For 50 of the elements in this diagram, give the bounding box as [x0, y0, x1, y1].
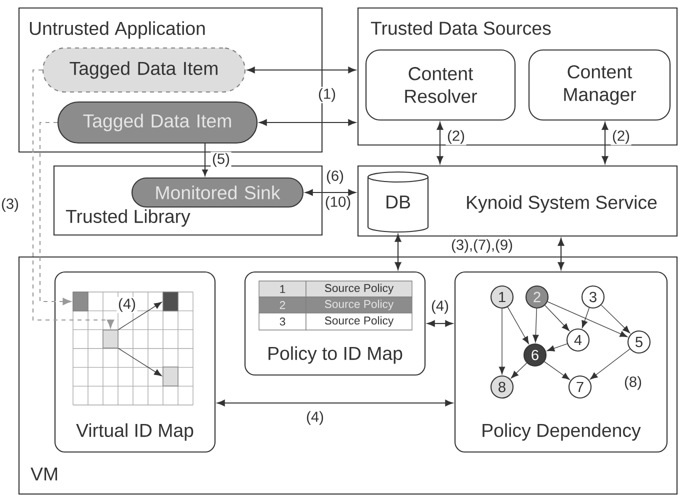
data-item-pill: Tagged Data Item — [57, 101, 258, 144]
table-cell: 1 — [258, 280, 306, 298]
sink-pill: Monitored Sink — [131, 177, 304, 208]
arrow — [532, 308, 539, 342]
arrow — [498, 308, 506, 374]
database-cylinder: DB — [367, 171, 429, 233]
arrow — [558, 238, 564, 270]
edge-label: (5) — [210, 152, 232, 168]
edge-label: (4) — [430, 298, 450, 316]
data-item-pill: Tagged Data Item — [42, 47, 246, 93]
edge-label: (3),(7),(9) — [450, 238, 514, 254]
arrow — [394, 234, 402, 270]
edge-label: (2) — [446, 128, 466, 146]
table-cell: 3 — [258, 312, 306, 330]
grid-cell — [162, 366, 178, 386]
arrow — [118, 302, 162, 330]
arrow — [247, 66, 356, 74]
arrow — [544, 305, 570, 332]
grid-cell — [102, 330, 118, 348]
edge-label: (2) — [610, 128, 632, 146]
edge-label: (3) — [0, 196, 20, 214]
arrow — [202, 144, 208, 176]
component-box: Content Resolver — [365, 49, 516, 121]
grid-cell — [162, 292, 178, 312]
component-box: Content Manager — [528, 49, 671, 121]
table-cell: 2 — [258, 296, 306, 314]
arrow — [32, 69, 114, 328]
step-number: (8) — [624, 376, 642, 390]
arrow — [582, 308, 590, 328]
arrow — [546, 343, 568, 352]
arrow — [590, 348, 630, 380]
arrow — [427, 320, 453, 327]
edge-label: (4) — [116, 296, 138, 314]
arrow — [217, 400, 453, 406]
arrow — [259, 119, 356, 126]
arrow — [436, 122, 444, 164]
grid-cell — [72, 292, 88, 312]
arrow — [507, 306, 529, 344]
step-number: (10) — [326, 196, 350, 210]
arrow — [510, 362, 528, 378]
edge-label: (6) — [324, 168, 346, 186]
edge-label: (1) — [316, 86, 338, 104]
arrow — [602, 122, 608, 164]
arrow — [547, 301, 628, 338]
arrow — [39, 122, 72, 306]
arrow — [600, 304, 630, 334]
arrow — [544, 361, 570, 380]
arrow — [118, 348, 162, 376]
arrow — [305, 189, 356, 196]
edge-label: (4) — [304, 410, 326, 426]
